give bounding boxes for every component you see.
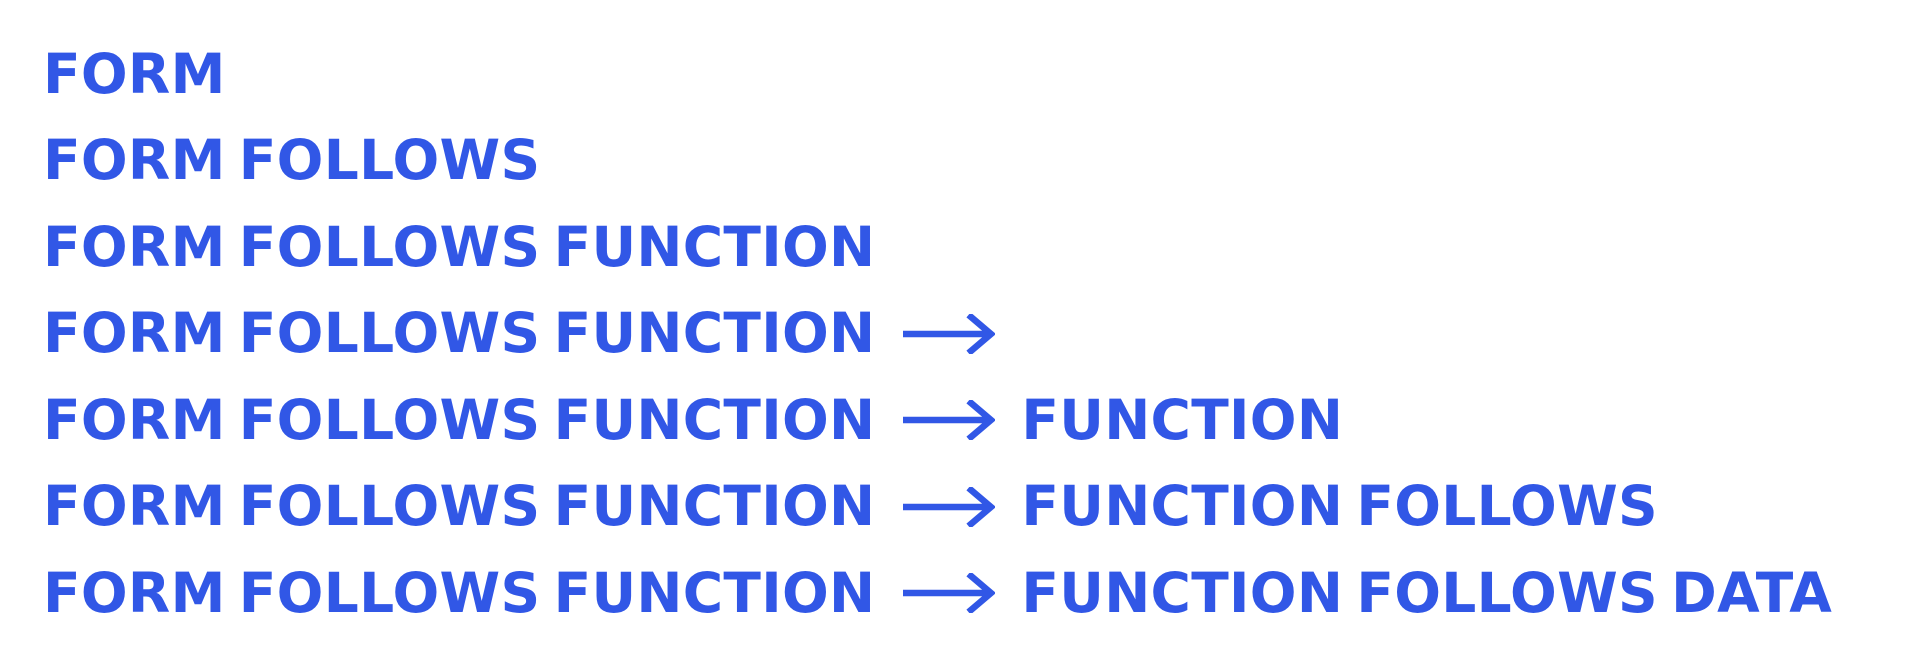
word: FOLLOWS <box>238 560 541 625</box>
word: FUNCTION <box>553 301 876 366</box>
word: FOLLOWS <box>238 474 541 539</box>
line-6: FORM FOLLOWS FUNCTION FUNCTION FOLLOWS <box>43 464 1832 551</box>
word: FOLLOWS <box>238 128 541 193</box>
word: FOLLOWS <box>238 387 541 452</box>
word: FUNCTION <box>1021 560 1344 625</box>
right-arrow-icon <box>903 573 996 614</box>
word: FORM <box>43 214 226 279</box>
word: FORM <box>43 387 226 452</box>
word: FUNCTION <box>553 387 876 452</box>
right-arrow-icon <box>903 400 996 441</box>
typographic-stack: FORM FORM FOLLOWS FORM FOLLOWS FUNCTION … <box>43 31 1832 637</box>
word: FORM <box>43 474 226 539</box>
line-4: FORM FOLLOWS FUNCTION <box>43 291 1832 378</box>
word: FUNCTION <box>553 214 876 279</box>
line-2: FORM FOLLOWS <box>43 118 1832 205</box>
line-5: FORM FOLLOWS FUNCTION FUNCTION <box>43 377 1832 464</box>
word: FORM <box>43 301 226 366</box>
word: FOLLOWS <box>1356 560 1658 625</box>
word: FOLLOWS <box>238 214 541 279</box>
right-arrow-icon <box>903 313 996 354</box>
right-arrow-icon <box>903 486 996 527</box>
word: FUNCTION <box>553 560 876 625</box>
word: FOLLOWS <box>1356 474 1658 539</box>
word: FORM <box>43 128 226 193</box>
line-3: FORM FOLLOWS FUNCTION <box>43 204 1832 291</box>
line-7: FORM FOLLOWS FUNCTION FUNCTION FOLLOWS D… <box>43 550 1832 637</box>
word: FUNCTION <box>553 474 876 539</box>
word: FOLLOWS <box>238 301 541 366</box>
word: FUNCTION <box>1021 474 1344 539</box>
word: FORM <box>43 560 226 625</box>
word: FUNCTION <box>1021 387 1344 452</box>
word: FORM <box>43 41 226 106</box>
word: DATA <box>1671 560 1833 625</box>
line-1: FORM <box>43 31 1832 118</box>
